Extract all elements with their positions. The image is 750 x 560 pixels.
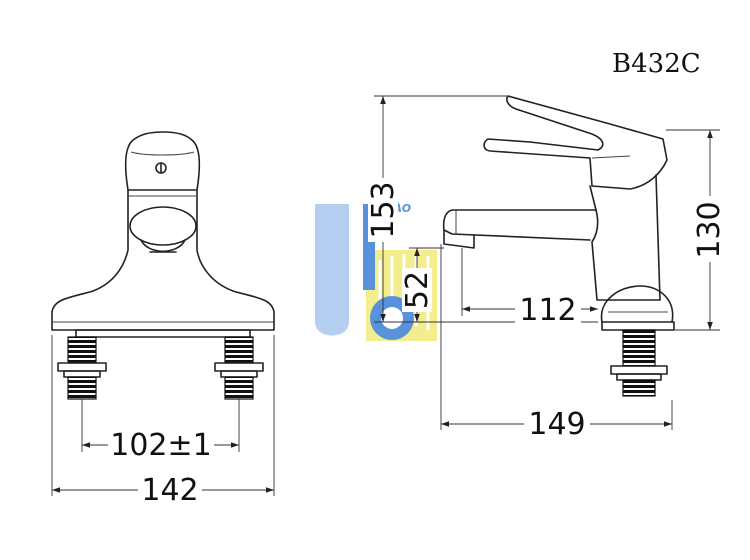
- front-base: [75, 329, 251, 338]
- front-view: 102±1 142: [51, 131, 275, 508]
- side-view: 153 52 112 149 130: [366, 95, 727, 442]
- dim-spout-reach: 112: [519, 293, 576, 328]
- side-body: [589, 174, 661, 301]
- side-spout: [442, 209, 597, 241]
- dim-hole-spacing: 102±1: [110, 428, 211, 463]
- front-handle-cap: [124, 131, 201, 191]
- dim-base-width: 142: [141, 473, 198, 508]
- front-right-shank: [214, 336, 264, 400]
- dim-body-height: 130: [692, 201, 727, 258]
- front-body: [51, 189, 275, 331]
- side-base-dome: [600, 285, 674, 323]
- dim-spout-height: 52: [400, 271, 435, 309]
- dim-total-depth: 149: [528, 407, 585, 442]
- side-shank: [610, 329, 668, 397]
- front-left-shank: [57, 336, 107, 400]
- model-number: B432C: [612, 49, 701, 79]
- front-spout-outlet: [129, 206, 197, 246]
- side-lever: [483, 95, 668, 190]
- dim-total-height: 153: [366, 181, 401, 238]
